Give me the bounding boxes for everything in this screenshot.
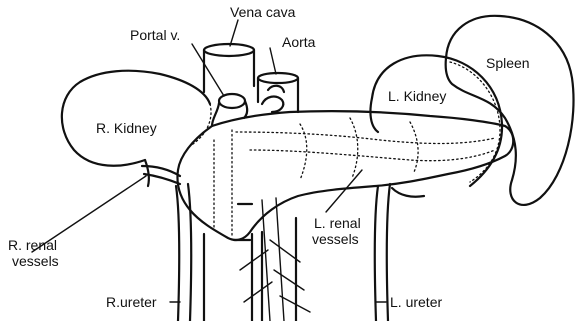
label-l-kidney: L. Kidney — [388, 88, 446, 104]
pancreas-lobule-2 — [350, 118, 358, 178]
left-ureter-curve — [392, 188, 424, 197]
label-spleen: Spleen — [486, 55, 530, 71]
left-kidney-lower — [370, 98, 378, 132]
pancreas-duct — [236, 132, 495, 144]
splenic-artery-stump — [262, 86, 284, 112]
label-r-renal-1: R. renal — [8, 237, 57, 253]
mesenteric-vessel-1 — [262, 200, 270, 321]
mesenteric-vessel-2 — [276, 198, 284, 321]
label-r-ureter: R.ureter — [106, 294, 157, 310]
label-l-renal-2: vessels — [312, 231, 359, 247]
vena-cava-top — [204, 44, 254, 56]
right-ureter-inner — [188, 184, 191, 321]
left-kidney-hidden — [450, 62, 500, 182]
leader-vena-cava — [230, 20, 238, 46]
aorta-top — [258, 73, 298, 83]
label-portal-v: Portal v. — [130, 27, 180, 43]
right-ureter — [176, 186, 179, 321]
mesenteric-branch-1 — [270, 240, 310, 312]
pancreas-lobule-3 — [410, 122, 418, 172]
pancreas-duct-2 — [250, 150, 495, 161]
label-r-renal-2: vessels — [12, 253, 59, 269]
right-kidney-outline — [62, 71, 210, 166]
spleen-outline — [446, 16, 574, 205]
label-l-renal-1: L. renal — [314, 215, 361, 231]
portal-vein-stump — [219, 94, 245, 108]
right-kidney-hilum — [145, 160, 149, 186]
label-r-kidney: R. Kidney — [96, 120, 157, 136]
label-vena-cava: Vena cava — [230, 4, 296, 20]
left-ureter — [375, 186, 378, 321]
right-kidney-hidden — [190, 104, 211, 146]
leader-aorta — [270, 48, 276, 74]
label-l-ureter: L. ureter — [390, 294, 442, 310]
label-aorta: Aorta — [282, 34, 316, 50]
